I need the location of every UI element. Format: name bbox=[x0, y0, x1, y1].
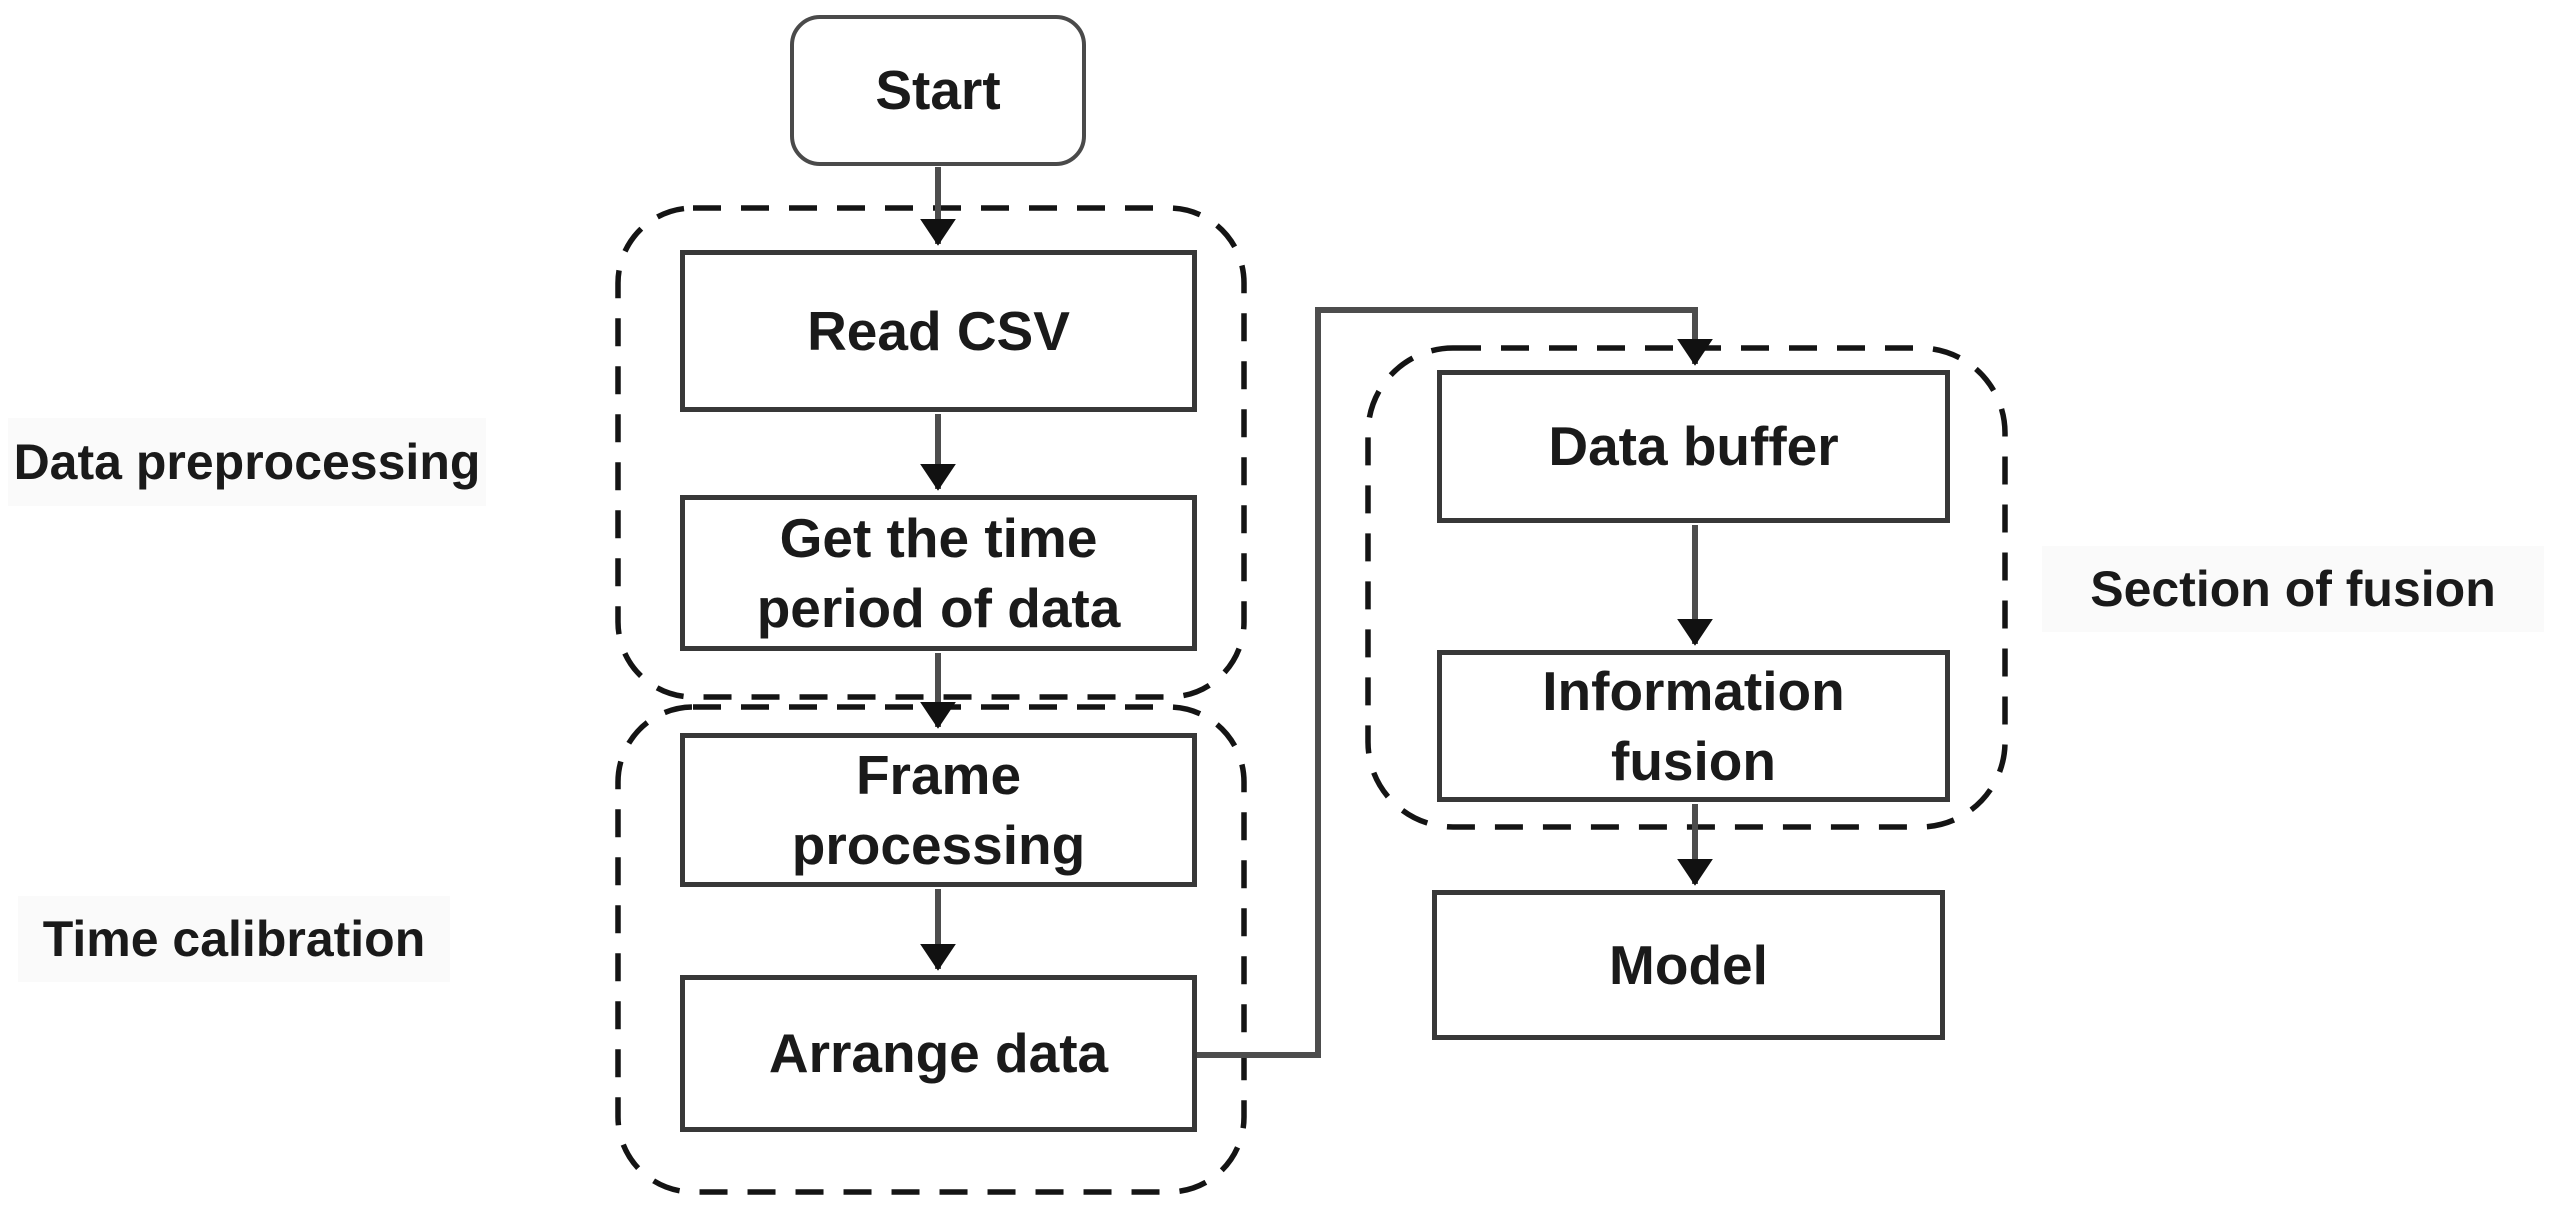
start-node-label: Start bbox=[875, 59, 1001, 122]
information-fusion-node: Information fusion bbox=[1437, 650, 1950, 802]
data-buffer-node-label: Data buffer bbox=[1548, 415, 1839, 478]
data-preprocessing-section-label: Data preprocessing bbox=[8, 418, 486, 506]
fusion-section-outline bbox=[1365, 345, 2008, 830]
data-preprocessing-section-label-text: Data preprocessing bbox=[13, 434, 481, 490]
data-buffer-node: Data buffer bbox=[1437, 370, 1950, 523]
arrange-data-node: Arrange data bbox=[680, 975, 1197, 1132]
read-csv-node: Read CSV bbox=[680, 250, 1197, 412]
time-calibration-section-label-text: Time calibration bbox=[42, 911, 426, 967]
model-node-label: Model bbox=[1609, 933, 1768, 996]
time-calibration-section-label: Time calibration bbox=[18, 896, 450, 982]
frame-processing-node: Frame processing bbox=[680, 733, 1197, 887]
arrange-data-node-label: Arrange data bbox=[768, 1022, 1109, 1085]
get-time-period-node-label: Get the time period of data bbox=[756, 506, 1121, 639]
model-node: Model bbox=[1432, 890, 1945, 1040]
section-of-fusion-section-label: Section of fusion bbox=[2042, 546, 2544, 632]
information-fusion-node-label: Information fusion bbox=[1542, 659, 1845, 792]
frame-processing-node-label: Frame processing bbox=[791, 743, 1086, 876]
get-time-period-node: Get the time period of data bbox=[680, 495, 1197, 651]
read-csv-node-label: Read CSV bbox=[807, 299, 1070, 362]
section-of-fusion-section-label-text: Section of fusion bbox=[2090, 561, 2496, 617]
start-node: Start bbox=[790, 15, 1086, 166]
arrow-arrange-to-data-buffer bbox=[1195, 307, 1713, 1058]
